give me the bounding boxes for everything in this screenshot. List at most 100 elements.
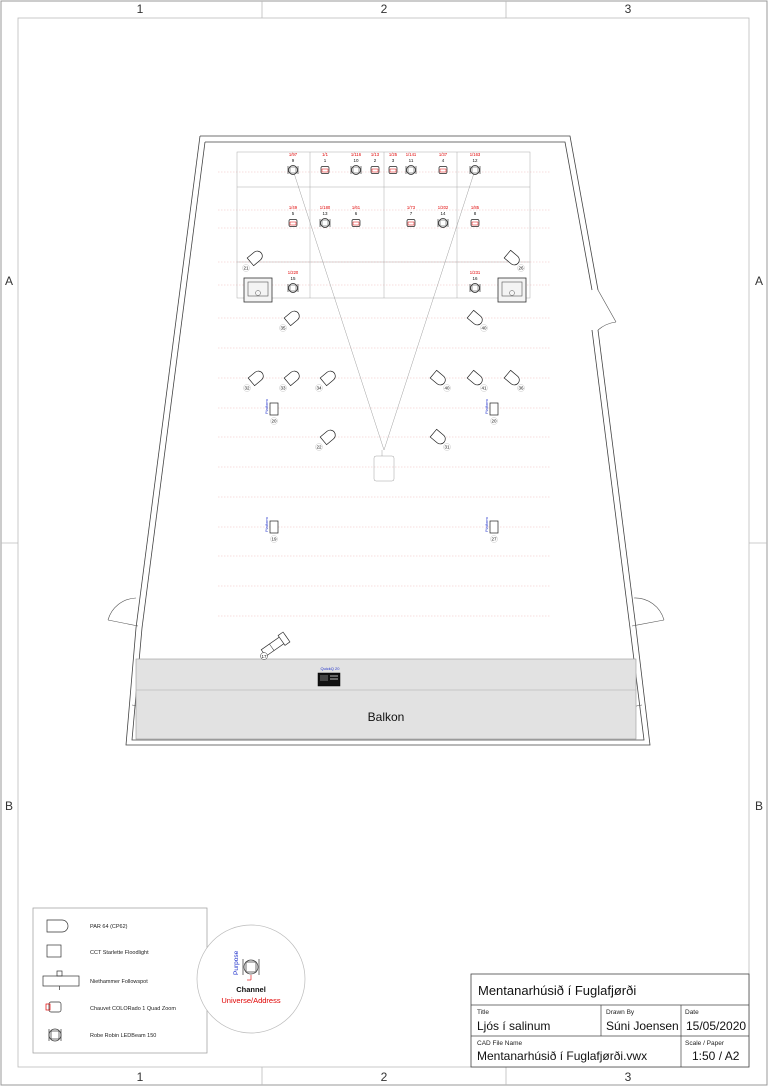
par-channel: 31 xyxy=(444,445,450,450)
par64-fixture xyxy=(503,249,520,266)
flood-purpose: Platform xyxy=(264,398,269,414)
scale-label: Scale / Paper xyxy=(685,1040,725,1047)
followspot xyxy=(260,631,291,657)
legend-item-colorado: Chauvet COLORado 1 Quad Zoom xyxy=(90,1006,176,1012)
door-left-lower xyxy=(107,597,139,627)
drawing-frame xyxy=(17,17,750,1068)
fixture-channel: 8 xyxy=(474,211,477,216)
label-key: Purpose Channel Universe/Address xyxy=(196,924,306,1034)
colorado-fixture xyxy=(288,219,298,227)
legend-item-flood: CCT Starlette Floodlight xyxy=(90,950,149,956)
balcony-label: Balkon xyxy=(368,710,405,724)
robin-fixture xyxy=(437,218,449,228)
flood-channel: 20 xyxy=(271,419,277,424)
balcony-area xyxy=(135,658,637,740)
fixture-address: 1/85 xyxy=(471,205,480,210)
robin-icon xyxy=(48,1028,62,1042)
par-channel: 26 xyxy=(518,266,524,271)
par-channel: 41 xyxy=(481,386,487,391)
fixture-channel: 11 xyxy=(409,158,414,163)
par64-icon xyxy=(46,919,69,933)
key-address: Universe/Address xyxy=(221,996,280,1005)
zone-row-b-left: B xyxy=(5,799,13,813)
zone-col-1-bottom: 1 xyxy=(137,1070,144,1084)
fixture-channel: 15 xyxy=(290,276,296,281)
fixture-channel: 7 xyxy=(410,211,413,216)
console-label: QuickQ 20 xyxy=(321,666,341,671)
fixture-address: 1/220 xyxy=(288,270,299,275)
legend-item-robin: Robe Robin LEDBeam 150 xyxy=(90,1033,156,1039)
flood-purpose: Platform xyxy=(484,516,489,532)
par-channel: 40 xyxy=(444,386,450,391)
key-purpose: Purpose xyxy=(233,950,240,975)
flood-channel: 19 xyxy=(271,537,277,542)
fixture-address: 1/25 xyxy=(389,152,398,157)
fixture-address: 1/13 xyxy=(371,152,380,157)
par64-fixture xyxy=(246,250,263,267)
par64-fixture xyxy=(429,369,446,386)
title-block: Mentanarhúsið í Fuglafjørði Title Ljós í… xyxy=(470,973,750,1068)
cad-file-name: Mentanarhúsið í Fuglafjørði.vwx xyxy=(477,1049,647,1063)
zone-col-1-top: 1 xyxy=(137,2,144,16)
fixture-address: 1/116 xyxy=(351,152,362,157)
fixture-address: 1/141 xyxy=(406,152,417,157)
par64-fixture xyxy=(283,370,300,387)
fixture-channel: 14 xyxy=(440,211,446,216)
zone-col-3-bottom: 3 xyxy=(625,1070,632,1084)
cad-label: CAD File Name xyxy=(477,1040,523,1047)
door-right-upper xyxy=(597,289,617,331)
date: 15/05/2020 xyxy=(686,1019,746,1033)
fixture-address: 1/1 xyxy=(322,152,328,157)
date-label: Date xyxy=(685,1009,699,1016)
fixture-channel: 1 xyxy=(324,158,327,163)
par-channel: 36 xyxy=(518,386,524,391)
par64-fixture xyxy=(247,370,264,387)
fixture-channel: 10 xyxy=(353,158,359,163)
followspot-icon xyxy=(42,970,80,990)
zone-col-2-top: 2 xyxy=(381,2,388,16)
flood-channel: 27 xyxy=(491,537,497,542)
par64-fixture xyxy=(429,428,446,445)
fixture-channel: 2 xyxy=(374,158,377,163)
colorado-icon xyxy=(45,1001,62,1013)
fixture-address: 1/61 xyxy=(352,205,361,210)
par-channel: 34 xyxy=(316,386,322,391)
fixture-address: 1/180 xyxy=(320,205,331,210)
robin-fixture xyxy=(287,283,299,293)
colorado-fixture xyxy=(370,166,380,174)
par64-fixture xyxy=(466,309,483,326)
hanging-guides xyxy=(218,171,550,617)
flood-purpose: Platform xyxy=(264,516,269,532)
fixture-channel: 5 xyxy=(292,211,295,216)
drawing-title: Ljós í salinum xyxy=(477,1019,550,1033)
moving-fixtures: 1/9791/111/116101/1321/2531/141111/3741/… xyxy=(287,152,481,293)
drawn-by-label: Drawn By xyxy=(606,1009,635,1016)
par-channel: 22 xyxy=(316,445,322,450)
fixture-address: 1/37 xyxy=(439,152,448,157)
robin-fixture xyxy=(287,165,299,175)
robin-fixture xyxy=(469,283,481,293)
flood-purpose: Platform xyxy=(484,398,489,414)
par-channel: 32 xyxy=(244,386,250,391)
par64-fixture xyxy=(466,369,483,386)
hall-walls xyxy=(125,135,651,746)
par-channel: 35 xyxy=(280,326,286,331)
colorado-fixture xyxy=(388,166,398,174)
legend-item-par64: PAR 64 (CP62) xyxy=(90,924,128,930)
lighting-console: QuickQ 20 xyxy=(317,666,341,687)
project-name: Mentanarhúsið í Fuglafjørði xyxy=(478,983,636,998)
fixture-channel: 6 xyxy=(355,211,358,216)
key-channel: Channel xyxy=(236,985,266,994)
robin-fixture xyxy=(350,165,362,175)
door-right-lower xyxy=(631,597,665,627)
fixture-channel: 13 xyxy=(322,211,328,216)
par-channel: 33 xyxy=(280,386,286,391)
fixture-address: 1/97 xyxy=(289,152,298,157)
